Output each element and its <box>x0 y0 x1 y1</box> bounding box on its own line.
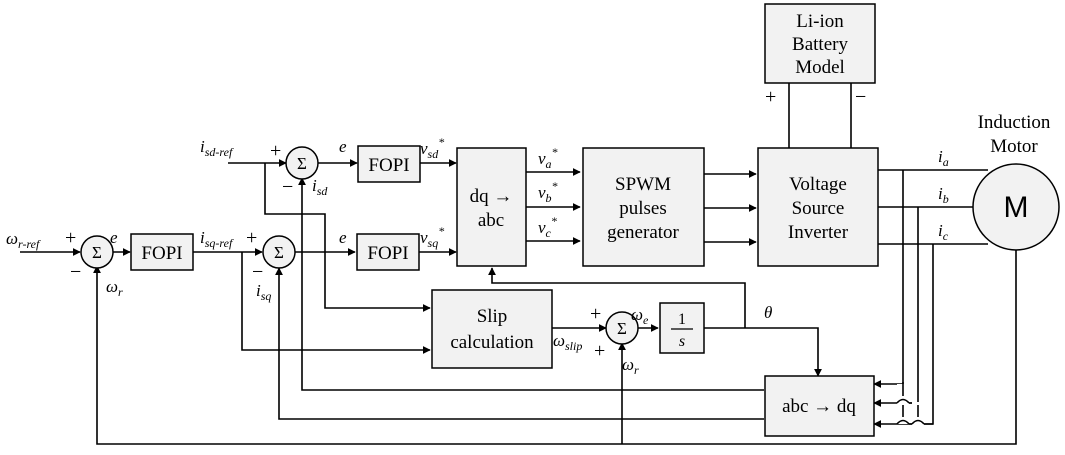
integrator-block: 1 s <box>659 302 705 354</box>
label-vc-star: vc* <box>538 214 557 240</box>
signal-labels: ωr-ref e ωr isd-ref e isd isq-ref e isq … <box>6 135 949 377</box>
vsi-line1: Voltage <box>789 174 847 195</box>
sign-plus-slip-bottom: + <box>594 340 605 362</box>
label-isq-ref: isq-ref <box>200 228 234 250</box>
sum-d-current: Σ <box>285 146 319 180</box>
label-va-star: va* <box>538 145 558 171</box>
label-e-d: e <box>339 137 347 156</box>
label-vb-star: vb* <box>538 179 558 205</box>
voltage-source-inverter-block: Voltage Source Inverter <box>757 147 879 267</box>
battery-model-block: Li-ion Battery Model <box>764 3 876 84</box>
summing-junctions: Σ Σ Σ Σ <box>80 146 639 345</box>
sum-speed: Σ <box>80 235 114 269</box>
label-e-speed: e <box>110 228 118 247</box>
slip-line1: Slip <box>477 306 508 327</box>
label-theta: θ <box>764 303 772 322</box>
dq-to-abc-line2: abc <box>478 210 504 231</box>
abc-to-dq-label: abc → dq <box>782 396 856 417</box>
spwm-line3: generator <box>607 222 679 243</box>
fopi-q-block: FOPI <box>356 233 420 271</box>
label-isd: isd <box>312 176 328 198</box>
sign-plus-speed: + <box>65 227 76 249</box>
motor-letter: M <box>1004 191 1029 224</box>
label-ic: ic <box>938 221 949 243</box>
fopi-q-label: FOPI <box>367 243 408 264</box>
sum-slip-symbol: Σ <box>617 319 627 338</box>
label-isd-ref: isd-ref <box>200 137 234 159</box>
sum-speed-symbol: Σ <box>92 243 102 262</box>
label-vsd-star: vsd* <box>420 135 444 161</box>
wire-isd-ref-to-slip <box>264 163 431 312</box>
motor-label-line1: Induction <box>978 112 1051 133</box>
dq-to-abc-line1: dq → <box>470 186 513 207</box>
vsi-line2: Source <box>792 198 845 219</box>
dq-to-abc-block: dq → abc <box>456 147 527 267</box>
sign-minus-d: − <box>282 176 293 198</box>
wire-fb-b <box>873 207 919 407</box>
summer-signs: + − + − + − + + + − <box>65 86 866 362</box>
sign-minus-speed: − <box>70 261 81 283</box>
integrator-denominator: s <box>679 333 685 350</box>
sign-battery-minus: − <box>855 86 866 108</box>
fopi-d-block: FOPI <box>357 145 421 183</box>
battery-line2: Battery <box>792 34 848 55</box>
sum-d-symbol: Σ <box>297 154 307 173</box>
sum-q-current: Σ <box>262 235 296 269</box>
motor-label-line2: Motor <box>990 136 1038 157</box>
spwm-block: SPWM pulses generator <box>582 147 705 267</box>
sum-slip: Σ <box>605 311 639 345</box>
label-omega-slip: ωslip <box>553 331 582 353</box>
label-ia: ia <box>938 147 949 169</box>
label-omega-r-ref: ωr-ref <box>6 229 41 251</box>
sign-plus-q: + <box>246 227 257 249</box>
abc-to-dq-block: abc → dq <box>764 375 875 437</box>
label-isq: isq <box>256 281 271 303</box>
label-omega-r-feedback: ωr <box>106 277 123 299</box>
battery-line3: Model <box>795 57 845 78</box>
fopi-d-label: FOPI <box>368 155 409 176</box>
label-vsq-star: vsq* <box>420 224 444 250</box>
spwm-line2: pulses <box>619 198 667 219</box>
slip-line2: calculation <box>450 332 534 353</box>
sign-plus-d: + <box>270 140 281 162</box>
induction-motor: M Induction Motor <box>972 112 1060 251</box>
wire-theta-to-dq-abc <box>488 267 746 328</box>
wire-isq-ref-to-slip <box>241 252 431 354</box>
signal-wires <box>20 83 1017 445</box>
sign-battery-plus: + <box>765 86 776 108</box>
fopi-speed-label: FOPI <box>141 243 182 264</box>
label-omega-r-slip: ωr <box>622 355 639 377</box>
wire-omega-r-feedback <box>93 250 1017 445</box>
wire-crossing-hops <box>896 382 933 425</box>
sum-q-symbol: Σ <box>274 243 284 262</box>
wire-isd-feedback <box>298 177 764 391</box>
wire-isq-feedback <box>275 267 764 420</box>
fopi-speed-block: FOPI <box>130 233 194 271</box>
battery-line1: Li-ion <box>796 11 844 32</box>
label-e-q: e <box>339 228 347 247</box>
vsi-line3: Inverter <box>788 222 849 243</box>
integrator-numerator: 1 <box>678 311 686 328</box>
slip-calculation-block: Slip calculation <box>431 289 553 369</box>
label-ib: ib <box>938 184 949 206</box>
sign-minus-q: − <box>252 261 263 283</box>
sign-plus-slip-left: + <box>590 303 601 325</box>
label-omega-e: ωe <box>631 305 649 327</box>
spwm-line1: SPWM <box>615 174 671 195</box>
wire-theta-to-abc-dq <box>704 327 822 377</box>
